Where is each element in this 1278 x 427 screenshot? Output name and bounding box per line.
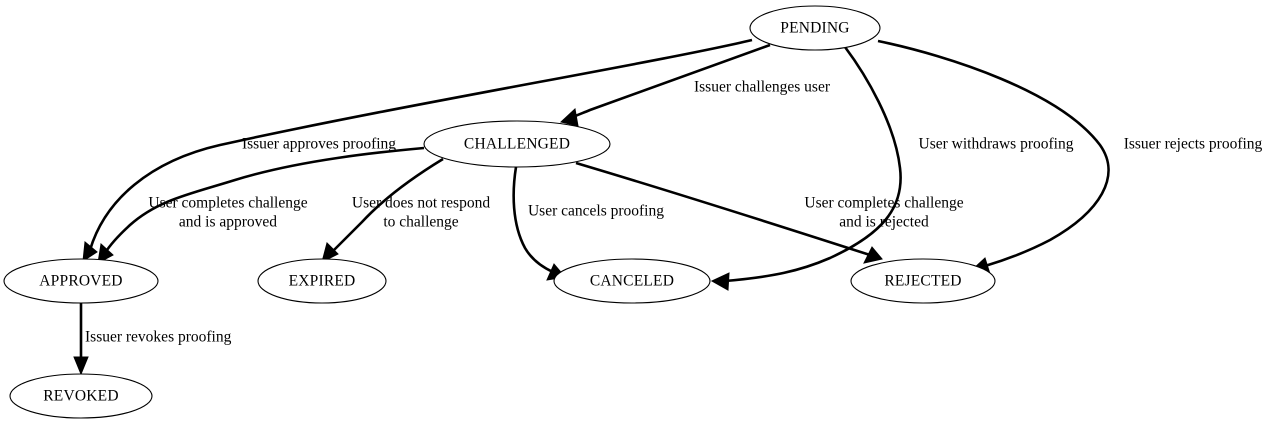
node-rejected[interactable]: REJECTED <box>850 258 996 304</box>
arrowhead-pending-challenged <box>559 108 579 127</box>
edge-path-challenged-rejected <box>575 161 871 257</box>
edge-label-pending-rejected: Issuer rejects proofing <box>1124 136 1263 153</box>
node-approved-ellipse <box>3 258 159 304</box>
edge-label-challenged-approved-line2: and is approved <box>179 214 277 231</box>
edge-challenged-approved[interactable]: User completes challenge and is approved <box>97 146 425 264</box>
node-revoked-label: REVOKED <box>43 388 118 405</box>
node-rejected-ellipse <box>850 258 996 304</box>
edge-path-challenged-canceled <box>512 166 554 274</box>
node-challenged-ellipse <box>423 120 611 168</box>
edge-challenged-expired[interactable]: User does not respond to challenge <box>321 157 490 263</box>
edge-pending-challenged[interactable]: Issuer challenges user <box>559 43 831 127</box>
edge-approved-revoked[interactable]: Issuer revokes proofing <box>73 303 232 376</box>
arrowhead-pending-canceled <box>710 272 730 291</box>
edge-label-pending-approved: Issuer approves proofing <box>242 136 396 153</box>
edge-pending-canceled[interactable]: User withdraws proofing <box>710 46 1074 291</box>
edge-path-pending-challenged <box>570 43 771 120</box>
node-expired[interactable]: EXPIRED <box>257 258 387 304</box>
node-rejected-label: REJECTED <box>884 273 961 290</box>
edge-label-pending-canceled: User withdraws proofing <box>919 136 1074 153</box>
node-canceled[interactable]: CANCELED <box>553 258 711 304</box>
node-expired-ellipse <box>257 258 387 304</box>
edge-challenged-canceled[interactable]: User cancels proofing <box>512 166 665 281</box>
arrowhead-challenged-approved <box>97 243 114 264</box>
node-approved-label: APPROVED <box>39 273 122 290</box>
edge-label-approved-revoked: Issuer revokes proofing <box>85 329 232 346</box>
node-challenged-label: CHALLENGED <box>464 136 570 153</box>
edge-path-challenged-approved <box>103 146 425 254</box>
edge-label-pending-challenged: Issuer challenges user <box>694 79 831 96</box>
node-pending[interactable]: PENDING <box>749 5 881 51</box>
edge-label-challenged-approved-line1: User completes challenge <box>148 195 307 212</box>
edge-path-pending-canceled <box>724 46 902 283</box>
node-expired-label: EXPIRED <box>289 273 356 290</box>
node-canceled-label: CANCELED <box>590 273 674 290</box>
edge-label-challenged-expired-line2: to challenge <box>383 214 458 231</box>
edge-label-challenged-expired-line1: User does not respond <box>352 195 490 212</box>
arrowhead-challenged-rejected <box>863 246 883 264</box>
arrowhead-pending-approved <box>82 241 98 262</box>
node-pending-ellipse <box>749 5 881 51</box>
edge-path-pending-rejected <box>877 39 1110 268</box>
edge-pending-rejected[interactable]: Issuer rejects proofing <box>877 39 1263 275</box>
edge-label-challenged-rejected-line1: User completes challenge <box>804 195 963 212</box>
node-canceled-ellipse <box>553 258 711 304</box>
arrowhead-approved-revoked <box>73 356 89 376</box>
edge-pending-approved[interactable]: Issuer approves proofing <box>82 38 753 262</box>
node-pending-label: PENDING <box>780 20 849 37</box>
edge-label-challenged-rejected-line2: and is rejected <box>839 214 929 231</box>
edge-challenged-rejected[interactable]: User completes challenge and is rejected <box>575 161 964 264</box>
node-challenged[interactable]: CHALLENGED <box>423 120 611 168</box>
node-approved[interactable]: APPROVED <box>3 258 159 304</box>
arrowhead-challenged-expired <box>321 242 339 263</box>
edge-path-pending-approved <box>88 38 753 251</box>
node-revoked-ellipse <box>9 373 153 419</box>
edge-label-challenged-canceled: User cancels proofing <box>528 203 664 220</box>
node-revoked[interactable]: REVOKED <box>9 373 153 419</box>
edge-path-challenged-expired <box>329 157 444 255</box>
